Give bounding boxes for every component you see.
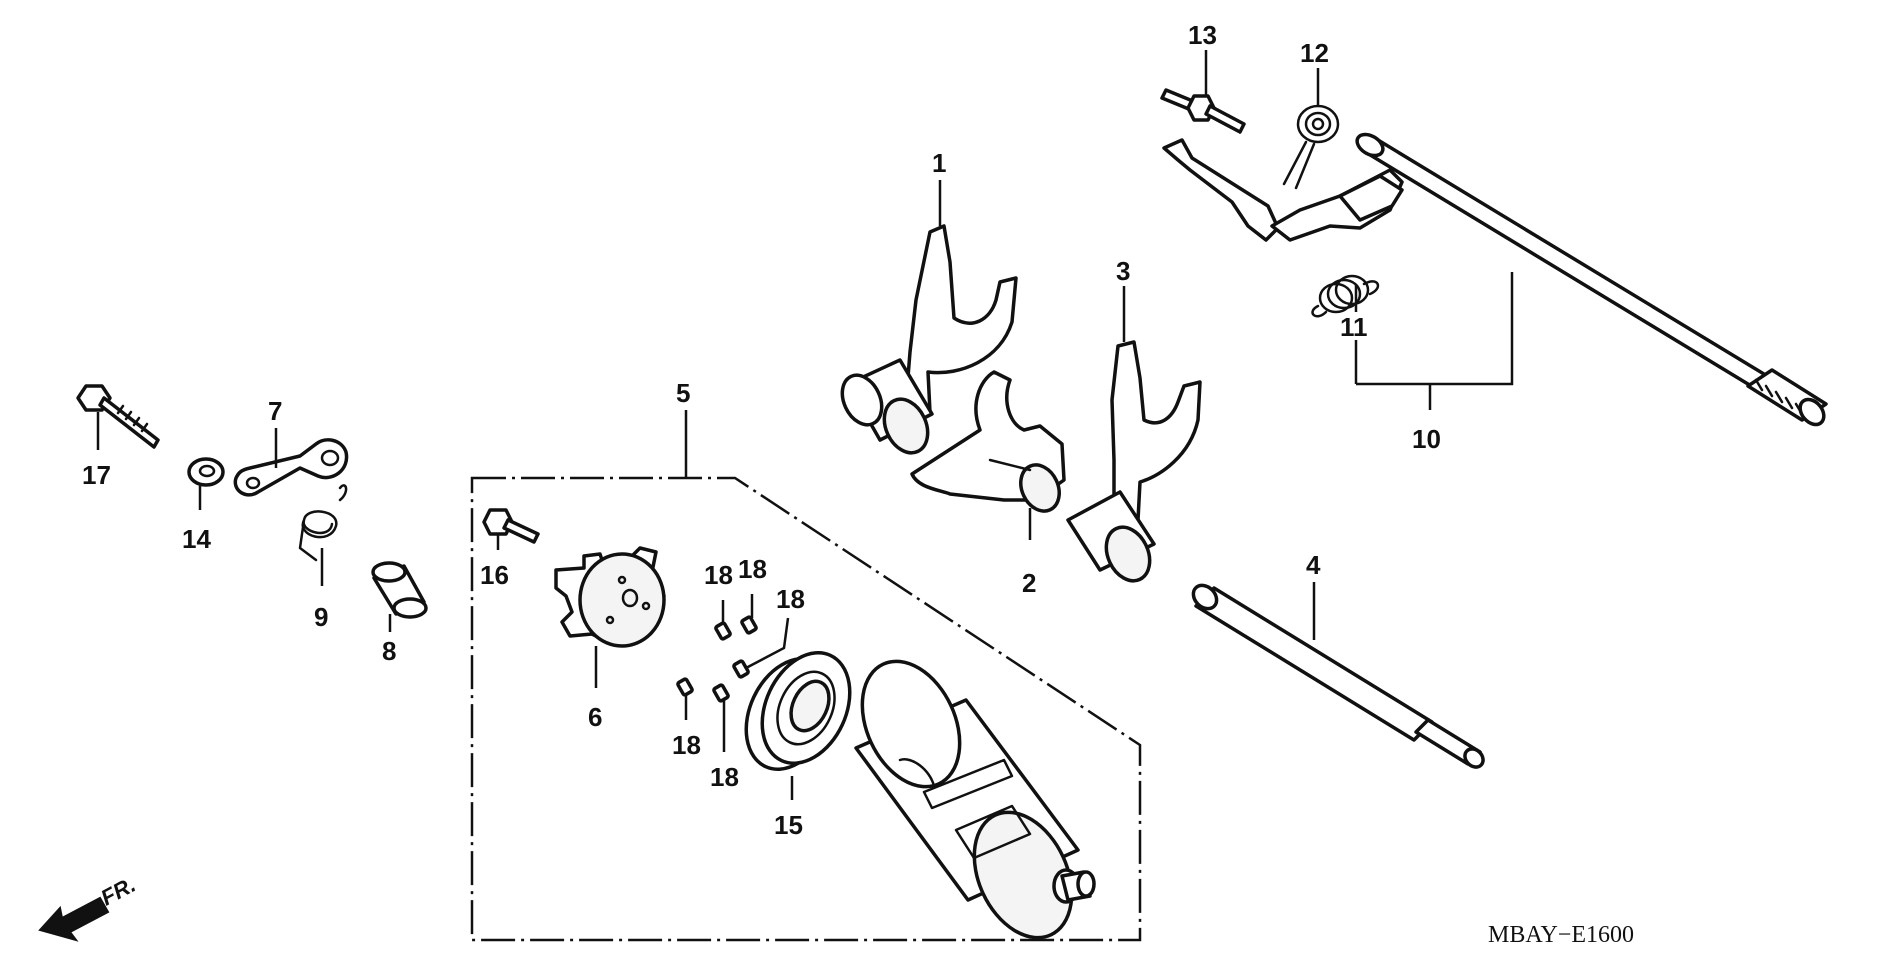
callout-13: 13 bbox=[1188, 20, 1217, 50]
callout-17: 17 bbox=[82, 460, 111, 490]
callout-14: 14 bbox=[182, 524, 211, 554]
drawing-code: MBAY−E1600 bbox=[1488, 922, 1634, 948]
callout-18-d: 18 bbox=[672, 730, 701, 760]
callout-10: 10 bbox=[1412, 424, 1441, 454]
callout-18-e: 18 bbox=[710, 762, 739, 792]
part-14-washer bbox=[187, 457, 225, 487]
callout-6: 6 bbox=[588, 702, 602, 732]
callout-3: 3 bbox=[1116, 256, 1130, 286]
callout-18-a: 18 bbox=[704, 560, 733, 590]
callout-18-b: 18 bbox=[738, 554, 767, 584]
callout-7: 7 bbox=[268, 396, 282, 426]
part-17-flange-bolt bbox=[76, 384, 160, 449]
part-15-bearing bbox=[744, 651, 852, 771]
part-16-bolt bbox=[482, 508, 540, 544]
callout-16: 16 bbox=[480, 560, 509, 590]
callouts: 1 2 3 4 5 6 7 8 9 10 11 12 13 14 15 16 1… bbox=[82, 20, 1441, 840]
part-10-gearshift-spindle bbox=[1162, 132, 1828, 427]
part-11-spring bbox=[1311, 274, 1380, 318]
part-8-collar bbox=[371, 561, 428, 619]
callout-15: 15 bbox=[774, 810, 803, 840]
callout-11: 11 bbox=[1340, 312, 1368, 342]
callout-4: 4 bbox=[1306, 550, 1321, 580]
callout-1: 1 bbox=[932, 148, 946, 178]
callout-2: 2 bbox=[1022, 568, 1036, 598]
part-3-shift-fork bbox=[1066, 340, 1202, 583]
part-12-spring bbox=[1282, 104, 1340, 190]
part-4-fork-shaft bbox=[1191, 583, 1485, 769]
callout-5: 5 bbox=[676, 378, 690, 408]
part-7-stopper-arm bbox=[233, 438, 349, 497]
part-13-bolt bbox=[1160, 88, 1246, 134]
part-9-spring bbox=[298, 484, 348, 562]
part-18-pins bbox=[676, 615, 758, 703]
leader-lines bbox=[96, 50, 1514, 800]
shift-drum bbox=[854, 659, 1096, 940]
callout-8: 8 bbox=[382, 636, 396, 666]
callout-12: 12 bbox=[1300, 38, 1329, 68]
part-1-shift-fork bbox=[840, 224, 1018, 455]
callout-18-c: 18 bbox=[776, 584, 805, 614]
part-2-shift-fork bbox=[910, 370, 1066, 513]
front-direction-marker: FR. bbox=[38, 872, 140, 942]
drum-assembly-frame bbox=[470, 476, 1142, 942]
callout-9: 9 bbox=[314, 602, 328, 632]
arrow-left-icon bbox=[38, 896, 110, 942]
part-6-drum-cam bbox=[554, 546, 666, 648]
